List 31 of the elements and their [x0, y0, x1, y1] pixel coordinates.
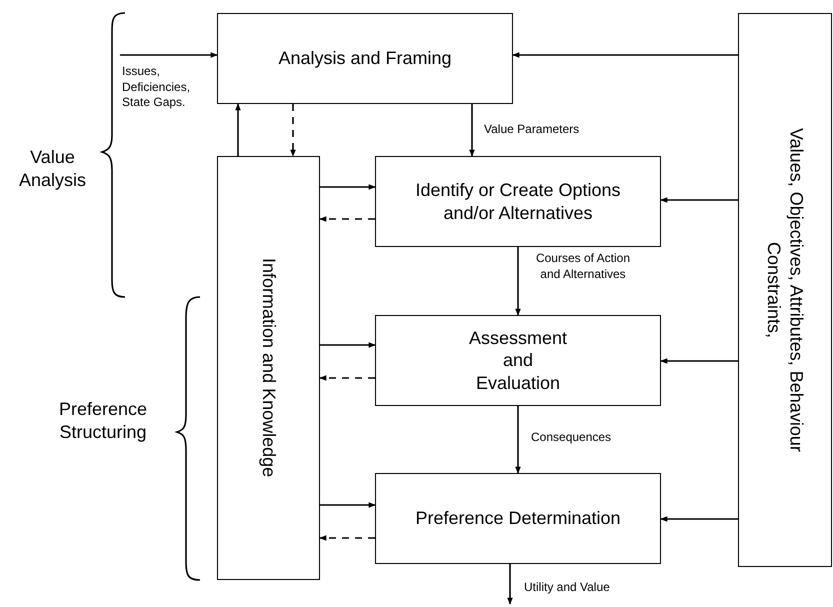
- box-label: Identify or Create Options and/or Alternatives: [414, 179, 622, 224]
- arrow: [660, 516, 738, 522]
- arrow: [507, 564, 513, 605]
- arrow: [320, 342, 376, 348]
- box-label: Assessment and Evaluation: [468, 326, 568, 394]
- arrow: [660, 358, 738, 364]
- arrow: [660, 197, 738, 203]
- process-box: [217, 13, 513, 104]
- process-box: [375, 156, 661, 247]
- arrow: [469, 104, 475, 157]
- arrow: [515, 247, 521, 316]
- process-box: [375, 473, 661, 564]
- group-label: Value Analysis: [18, 146, 88, 191]
- arrow: [120, 52, 218, 58]
- arrow: [319, 535, 375, 541]
- arrow: [320, 184, 376, 190]
- box-label: Preference Determination: [414, 507, 622, 530]
- group-label: Preference Structuring: [58, 398, 148, 443]
- arrow: [319, 216, 375, 222]
- arrow: [290, 104, 296, 157]
- box-label: Analysis and Framing: [277, 47, 453, 70]
- process-box: [738, 13, 832, 567]
- box-label: Values, Objectives, Attributes, Behaviour Constraints,: [763, 127, 808, 454]
- process-box: [217, 156, 320, 580]
- box-label: Information and Knowledge: [258, 258, 280, 478]
- arrow: [515, 406, 521, 474]
- arrow: [320, 502, 376, 508]
- process-box: [375, 315, 661, 406]
- arrow: [235, 103, 241, 156]
- arrow: [319, 375, 375, 381]
- arrow: [512, 52, 738, 58]
